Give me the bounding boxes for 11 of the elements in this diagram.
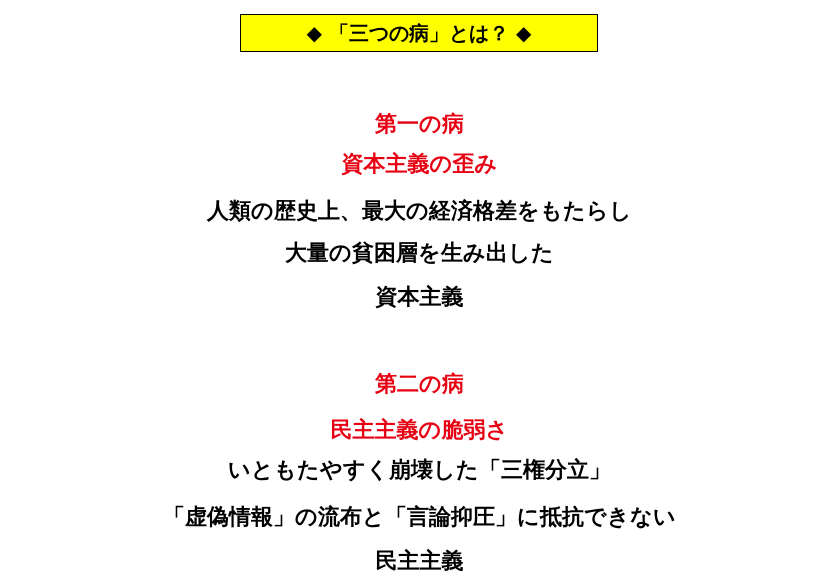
section-heading: 資本主義の歪み bbox=[342, 151, 498, 177]
title-box: ◆ 「三つの病」とは？ ◆ bbox=[240, 14, 598, 52]
section-heading: 第一の病 bbox=[375, 111, 464, 137]
body-text: 「虚偽情報」の流布と「言論抑圧」に抵抗できない bbox=[163, 504, 676, 530]
body-text: 資本主義 bbox=[376, 284, 464, 310]
body-text: いともたやすく崩壊した「三権分立」 bbox=[228, 457, 611, 483]
body-text: 人類の歴史上、最大の経済格差をもたらし bbox=[207, 198, 632, 224]
body-text: 大量の貧困層を生み出した bbox=[285, 240, 554, 266]
body-text: 民主主義 bbox=[376, 548, 464, 574]
section-heading: 民主主義の脆弱さ bbox=[330, 417, 508, 443]
section-heading: 第二の病 bbox=[375, 371, 464, 397]
